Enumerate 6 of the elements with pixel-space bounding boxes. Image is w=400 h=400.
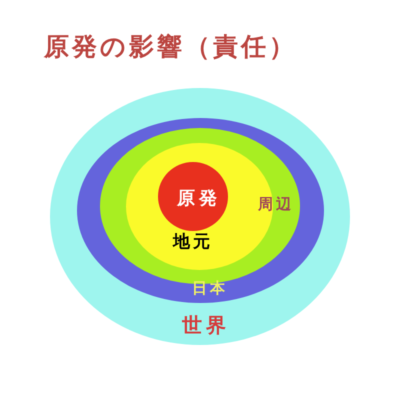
zone-label: 地元 [173,233,213,252]
zone-label: 日本 [192,280,228,296]
zone-label: 周辺 [258,196,294,212]
title: 原発の影響（責任） [44,32,297,62]
zone-label: 世界 [182,314,230,336]
zone-label: 原発 [177,189,221,209]
